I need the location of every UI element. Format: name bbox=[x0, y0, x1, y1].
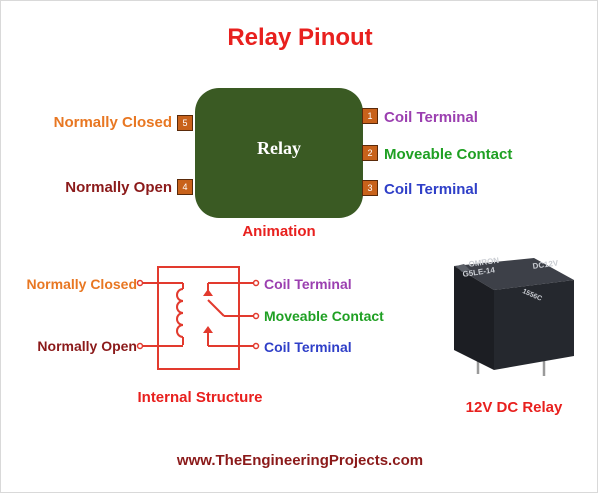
photo-caption: 12V DC Relay bbox=[465, 399, 563, 416]
relay-label: Relay bbox=[257, 138, 301, 158]
pin-3-label: Coil Terminal bbox=[384, 181, 478, 198]
no-terminal-dot bbox=[136, 342, 144, 350]
moveable-terminal-dot bbox=[252, 312, 260, 320]
internal-coil-terminal-top-label: Coil Terminal bbox=[264, 276, 352, 292]
internal-structure-caption: Internal Structure bbox=[137, 389, 263, 406]
coil-winding bbox=[176, 288, 184, 338]
coil-bottom-terminal-dot bbox=[252, 342, 260, 350]
internal-normally-closed-label: Normally Closed bbox=[26, 276, 137, 292]
internal-moveable-contact-label: Moveable Contact bbox=[264, 308, 384, 324]
bottom-contact-arrow bbox=[203, 326, 213, 333]
relay-outline bbox=[157, 266, 240, 370]
animation-caption: Animation bbox=[242, 223, 316, 240]
pin-1-box: 1 bbox=[362, 108, 378, 124]
pin-4-box: 4 bbox=[177, 179, 193, 195]
pin-5-label: Normally Closed bbox=[53, 114, 172, 131]
internal-normally-open-label: Normally Open bbox=[37, 338, 137, 354]
pin-5-box: 5 bbox=[177, 115, 193, 131]
relay-body bbox=[195, 88, 363, 218]
coil-top-terminal-dot bbox=[252, 279, 260, 287]
pin-1-label: Coil Terminal bbox=[384, 109, 478, 126]
moveable-contact-arm bbox=[207, 299, 225, 317]
pin-2-label: Moveable Contact bbox=[384, 146, 513, 163]
pin-4-label: Normally Open bbox=[65, 179, 172, 196]
internal-coil-terminal-bottom-label: Coil Terminal bbox=[264, 339, 352, 355]
nc-terminal-dot bbox=[136, 279, 144, 287]
website-url: www.TheEngineeringProjects.com bbox=[176, 452, 424, 469]
diagram-title: Relay Pinout bbox=[227, 24, 373, 51]
top-contact-arrow bbox=[203, 289, 213, 296]
relay-photo bbox=[454, 258, 574, 376]
pin-2-box: 2 bbox=[362, 145, 378, 161]
pin-3-box: 3 bbox=[362, 180, 378, 196]
